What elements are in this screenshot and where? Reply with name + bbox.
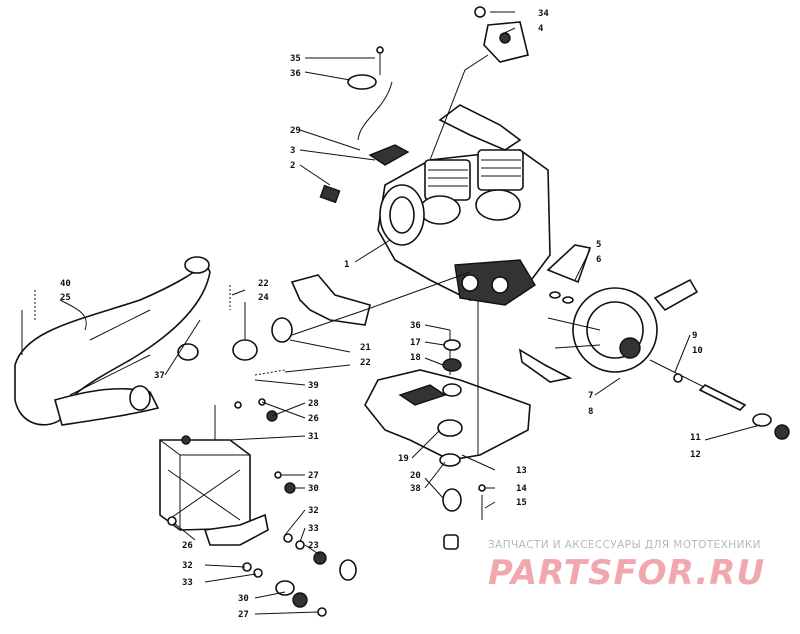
callout-6: 6 bbox=[596, 255, 601, 265]
callout-9: 9 bbox=[692, 331, 697, 341]
callout-19: 19 bbox=[398, 454, 409, 464]
callout-28: 28 bbox=[308, 399, 319, 409]
callout-33b: 33 bbox=[182, 578, 193, 588]
engine-mount-plate bbox=[364, 300, 531, 550]
callout-32: 32 bbox=[308, 506, 319, 516]
callout-24: 24 bbox=[258, 293, 269, 303]
callout-labels: 34 4 35 36 29 3 2 1 5 6 40 25 22 24 21 2… bbox=[60, 9, 703, 620]
callout-31: 31 bbox=[308, 432, 319, 442]
callout-34: 34 bbox=[538, 9, 549, 19]
callout-22b: 22 bbox=[360, 358, 371, 368]
callout-36b: 36 bbox=[410, 321, 421, 331]
callout-3: 3 bbox=[290, 146, 295, 156]
callout-37: 37 bbox=[154, 371, 165, 381]
callout-25: 25 bbox=[60, 293, 71, 303]
callout-27b: 27 bbox=[238, 610, 249, 620]
callout-27: 27 bbox=[308, 471, 319, 481]
callout-29: 29 bbox=[290, 126, 301, 136]
callout-20: 20 bbox=[410, 471, 421, 481]
springs bbox=[34, 285, 286, 376]
callout-21: 21 bbox=[360, 343, 371, 353]
engine-block bbox=[377, 54, 551, 306]
cable-part-29 bbox=[319, 81, 410, 204]
callout-15: 15 bbox=[516, 498, 527, 508]
callout-40: 40 bbox=[60, 279, 71, 289]
cap-part-36 bbox=[347, 46, 384, 90]
callout-38: 38 bbox=[410, 484, 421, 494]
callout-8: 8 bbox=[588, 407, 593, 417]
watermark-caption: ЗАПЧАСТИ И АКСЕССУАРЫ ДЛЯ МОТОТЕХНИКИ bbox=[488, 539, 761, 551]
callout-36: 36 bbox=[290, 69, 301, 79]
leader-lines bbox=[21, 11, 761, 615]
callout-26b: 26 bbox=[182, 541, 193, 551]
callout-30: 30 bbox=[308, 484, 319, 494]
callout-30b: 30 bbox=[238, 594, 249, 604]
callout-12: 12 bbox=[690, 450, 701, 460]
watermark-logo: PARTSFOR.RU bbox=[488, 553, 766, 593]
callout-32b: 32 bbox=[182, 561, 193, 571]
callout-18: 18 bbox=[410, 353, 421, 363]
callout-26: 26 bbox=[308, 414, 319, 424]
callout-1: 1 bbox=[344, 260, 349, 270]
exhaust-muffler bbox=[14, 256, 211, 426]
watermark: ЗАПЧАСТИ И АКСЕССУАРЫ ДЛЯ МОТОТЕХНИКИ PA… bbox=[488, 539, 788, 593]
callout-13: 13 bbox=[516, 466, 527, 476]
oil-tank bbox=[159, 405, 269, 546]
callout-14: 14 bbox=[516, 484, 527, 494]
top-bracket-part-4 bbox=[474, 6, 529, 63]
callout-7: 7 bbox=[588, 391, 593, 401]
callout-2: 2 bbox=[290, 161, 295, 171]
exhaust-manifold bbox=[177, 271, 471, 361]
callout-17: 17 bbox=[410, 338, 421, 348]
callout-33: 33 bbox=[308, 524, 319, 534]
callout-10: 10 bbox=[692, 346, 703, 356]
callout-35: 35 bbox=[290, 54, 301, 64]
callout-5: 5 bbox=[596, 240, 601, 250]
callout-11: 11 bbox=[690, 433, 701, 443]
drive-clutch bbox=[518, 244, 790, 440]
callout-22: 22 bbox=[258, 279, 269, 289]
callout-39: 39 bbox=[308, 381, 319, 391]
callout-23: 23 bbox=[308, 541, 319, 551]
callout-4: 4 bbox=[538, 24, 544, 34]
